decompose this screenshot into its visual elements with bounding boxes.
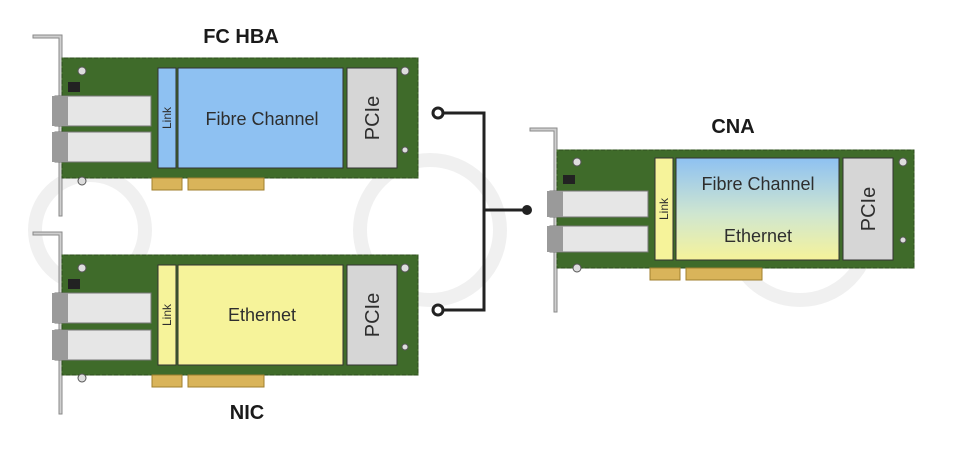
ethernet-block <box>177 264 344 366</box>
fc-pcie-block <box>346 67 398 169</box>
fibre-channel-block <box>177 67 344 169</box>
fibre-channel-label: Fibre Channel <box>205 109 318 129</box>
nic-link-block <box>157 264 177 366</box>
sfp-port <box>54 95 152 127</box>
sfp-port <box>54 131 152 163</box>
nic-pcie-block <box>346 264 398 366</box>
sfp-port <box>54 329 152 361</box>
fc-hba-title: FC HBA <box>203 26 279 48</box>
connector-endpoint <box>431 106 445 120</box>
nic-card <box>32 231 419 415</box>
fc-hba-card <box>32 34 419 217</box>
cna-fibre-channel-label: Fibre Channel <box>701 174 814 194</box>
ethernet-label: Ethernet <box>228 305 296 325</box>
cna-title: CNA <box>711 116 754 138</box>
convergence-connector <box>438 111 527 312</box>
nic-link-label: Link <box>160 303 174 326</box>
fc-link-label: Link <box>160 106 174 129</box>
cna-card <box>529 127 915 313</box>
cna-link-label: Link <box>657 197 671 220</box>
cna-pcie-label: PCIe <box>858 187 880 231</box>
nic-pcie-label: PCIe <box>362 293 384 337</box>
sfp-port <box>54 292 152 324</box>
nic-title: NIC <box>230 402 264 424</box>
fc-link-block <box>157 67 177 169</box>
cna-ethernet-label: Ethernet <box>724 226 792 246</box>
sfp-port <box>549 225 649 253</box>
sfp-port <box>549 190 649 218</box>
fc-pcie-label: PCIe <box>362 96 384 140</box>
cna-link-block <box>654 157 674 261</box>
connector-endpoint <box>431 303 445 317</box>
converged-block <box>675 157 840 261</box>
connector-junction <box>522 205 532 215</box>
cna-pcie-block <box>842 157 894 261</box>
